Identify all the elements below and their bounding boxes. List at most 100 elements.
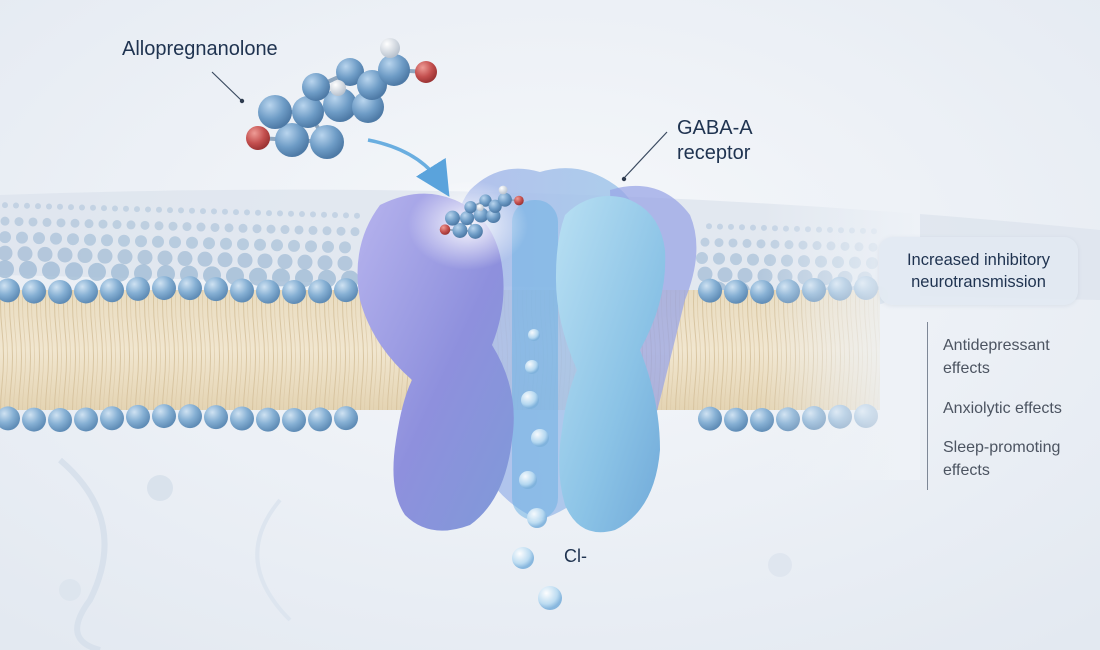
membrane-surface-dot (182, 222, 192, 232)
molecule-label: Allopregnanolone (122, 38, 278, 60)
membrane-surface-dot (332, 212, 338, 219)
ion-bubble-icon (525, 360, 539, 374)
ion-bubble-icon (521, 391, 539, 409)
lipid-head (74, 279, 98, 304)
membrane-surface-dot (88, 262, 106, 281)
ion-label: Cl- (564, 546, 587, 566)
membrane-surface-dot (305, 240, 317, 253)
lipid-head (48, 279, 72, 304)
membrane-surface-dot (211, 208, 217, 215)
receptor-label-line1: GABA-A (677, 117, 753, 139)
membrane-surface-dot (714, 238, 724, 248)
molecule-atom (246, 126, 270, 150)
membrane-surface-dot (317, 255, 333, 271)
lipid-head (178, 276, 202, 301)
membrane-surface-dot (339, 241, 351, 254)
receptor-violet-subunit (357, 193, 514, 531)
ion-bubble-icon (528, 329, 540, 341)
membrane-surface-dot (46, 203, 52, 210)
ion-bubble-icon (519, 471, 537, 489)
molecule-atom (415, 61, 437, 83)
background-blob (59, 579, 81, 601)
membrane-surface-dot (189, 207, 195, 214)
molecule-atom (292, 96, 324, 128)
membrane-surface-dot (101, 205, 107, 212)
lipid-head (282, 279, 306, 304)
molecule-atom (467, 223, 483, 239)
ion-bubble-icon (538, 586, 562, 610)
lipid-head (724, 279, 748, 304)
membrane-surface-dot (197, 251, 213, 267)
membrane-surface-dot (123, 205, 129, 212)
membrane-surface-dot (220, 237, 232, 250)
membrane-surface-dot (217, 252, 233, 268)
membrane-surface-dot (742, 238, 752, 248)
lipid-head (22, 407, 46, 432)
receptor-leader-line (624, 131, 668, 178)
lipid-head (256, 407, 280, 432)
membrane-surface-dot (336, 226, 346, 236)
lipid-head (308, 407, 332, 432)
membrane-surface-dot (117, 249, 133, 265)
molecule-leader-line (211, 71, 242, 101)
membrane-surface-dot (354, 212, 360, 219)
membrane-surface-dot (237, 238, 249, 251)
membrane-surface-dot (156, 206, 162, 213)
lipid-head (698, 278, 722, 303)
lipid-head (100, 406, 124, 431)
membrane-surface-dot (167, 207, 173, 214)
membrane-surface-dot (68, 204, 74, 211)
lipid-head (256, 279, 280, 304)
lipid-head (74, 407, 98, 432)
gaba-a-receptor (357, 168, 697, 533)
molecule-atom (336, 58, 364, 86)
receptor-label: GABA-A receptor (677, 116, 753, 166)
membrane-surface-dot (299, 211, 305, 218)
membrane-surface-dot (97, 248, 113, 264)
molecule-atom (473, 207, 489, 223)
membrane-surface-dot (0, 216, 10, 226)
molecule-atom (464, 201, 477, 214)
molecule-atom (258, 95, 292, 129)
background-strand (255, 498, 292, 622)
receptor-label-line2: receptor (677, 142, 751, 164)
lipid-head (230, 406, 254, 431)
membrane-surface-dot (42, 217, 52, 227)
lipid-head (0, 406, 20, 431)
molecule-atom (330, 80, 346, 96)
molecule-atom (497, 192, 512, 207)
membrane-surface-dot (739, 224, 745, 231)
membrane-surface-dot (297, 254, 313, 270)
membrane-surface-dot (280, 225, 290, 235)
membrane-surface-dot (157, 250, 173, 266)
membrane-surface-dot (101, 234, 113, 247)
steroid-molecule-icon (246, 38, 437, 159)
outcome-box: Increased inhibitory neurotransmission (879, 237, 1078, 305)
membrane-surface-dot (200, 208, 206, 215)
membrane-surface-dot (79, 204, 85, 211)
effect-sleep-promoting: Sleep-promoting effects (943, 439, 1061, 479)
membrane-surface-dot (84, 219, 94, 229)
membrane-surface-dot (0, 260, 14, 279)
receptor-blue-subunit (555, 196, 666, 533)
membrane-surface-dot (706, 223, 712, 230)
membrane-surface-dot (77, 248, 93, 264)
membrane-surface-dot (310, 211, 316, 218)
membrane-surface-dot (98, 219, 108, 229)
membrane-surface-dot (0, 245, 13, 261)
lipid-head (48, 407, 72, 432)
chloride-ion-stream (512, 329, 562, 610)
membrane-surface-dot (135, 235, 147, 248)
membrane-surface-dot (252, 224, 262, 234)
membrane-fade (760, 180, 920, 480)
membrane-surface-dot (288, 239, 300, 252)
membrane-surface-dot (126, 220, 136, 230)
membrane-surface-dot (277, 254, 293, 270)
membrane-surface-dot (57, 247, 73, 263)
molecule-atom (488, 199, 502, 213)
membrane-surface-dot (321, 211, 327, 218)
membrane-surface-dot (730, 253, 742, 266)
lipid-head (204, 277, 228, 302)
membrane-surface-dot (196, 222, 206, 232)
membrane-surface-dot (154, 221, 164, 231)
